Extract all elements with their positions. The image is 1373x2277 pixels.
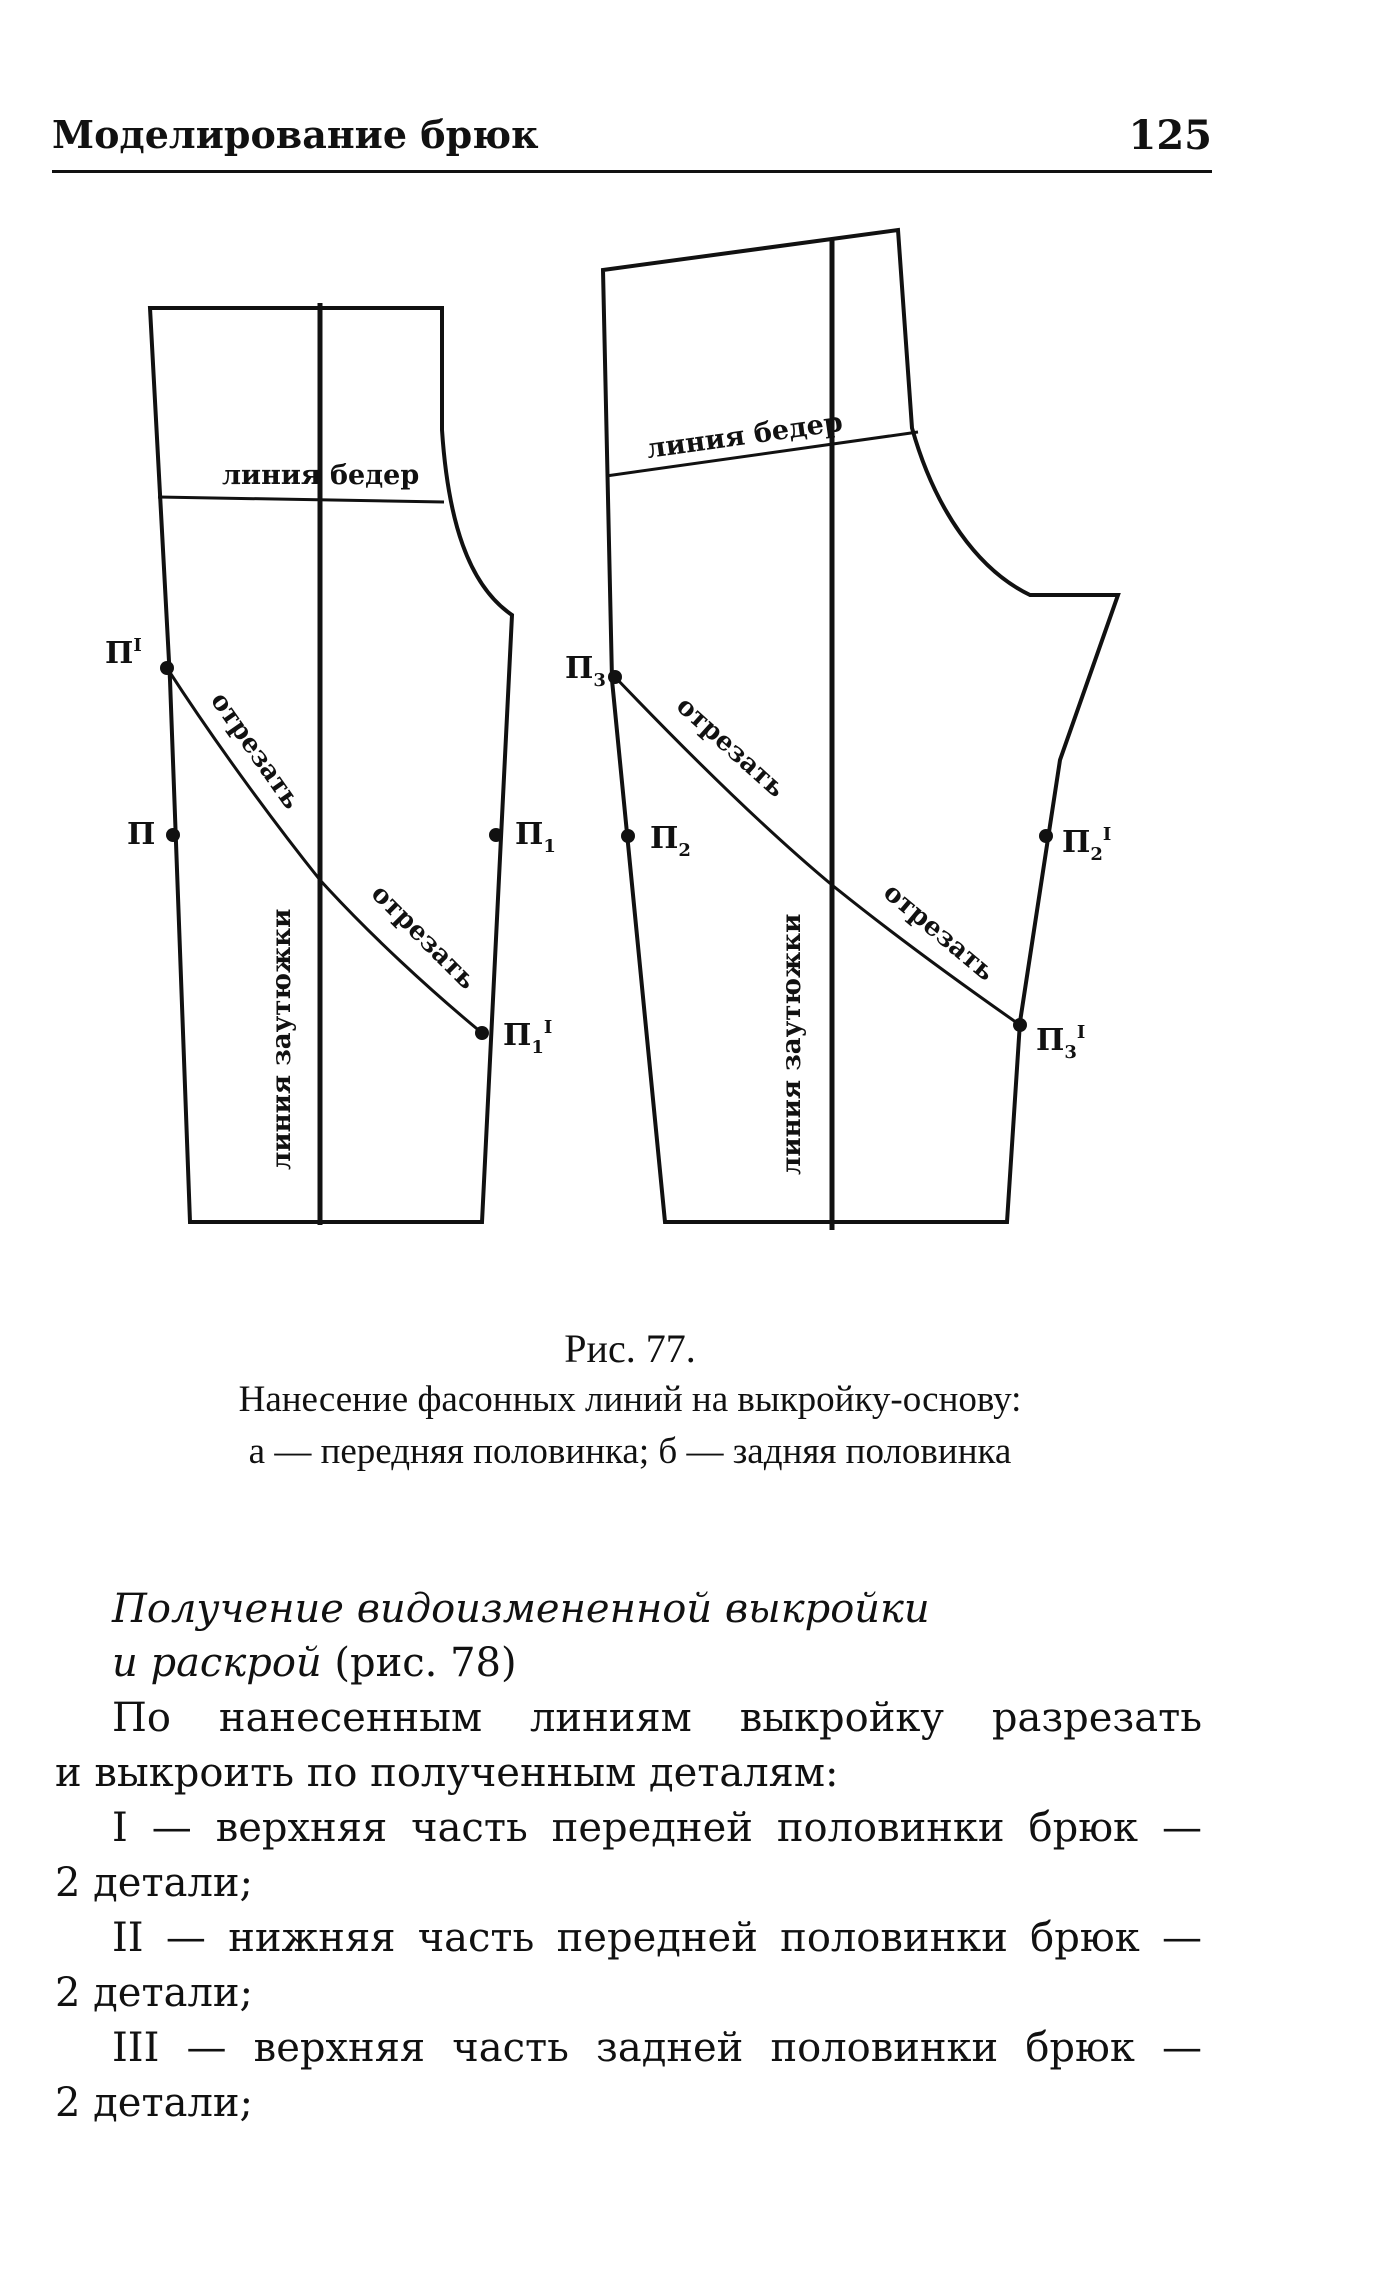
back-points (608, 670, 1053, 1032)
front-hip-label-left: линия (222, 460, 321, 491)
front-cut-line (165, 667, 483, 1035)
back-point-p3-label: П3 (565, 651, 606, 691)
front-point-p1-top-marker (475, 1026, 489, 1040)
front-point-p-top-label: ПI (105, 635, 142, 671)
front-point-p-top-marker (160, 661, 174, 675)
front-points (160, 661, 503, 1040)
back-hip-line (605, 430, 919, 478)
figure-caption-line-2: а — передняя половинка; б — задняя полов… (248, 1431, 1012, 1472)
back-point-p3-marker (608, 670, 622, 684)
header-title: Моделирование брюк (52, 112, 539, 157)
back-point-p2-top-label: П2I (1062, 824, 1111, 865)
back-cut-label-lower: отрезать (878, 877, 1001, 987)
list-item-2-line-2: 2 детали; (55, 1970, 253, 2016)
back-point-p2-label: П2 (650, 821, 691, 861)
paragraph-1-line-2: и выкроить по полученным деталям: (55, 1750, 839, 1796)
front-hip-label-right: бедер (330, 460, 419, 491)
figure-caption-line-1: Нанесение фасонных линий на выкройку-осн… (238, 1379, 1022, 1420)
back-crease-label: линия заутюжки (777, 914, 807, 1175)
front-cut-label-lower: отрезать (365, 879, 482, 996)
back-half-pattern (600, 227, 1121, 1230)
back-cut-label-upper: отрезать (670, 691, 791, 804)
section-heading-line-2: и раскрой (рис. 78) (112, 1640, 1212, 1686)
list-item-2-line-1: II — нижняя часть передней половинки брю… (112, 1915, 1202, 1961)
back-cut-line (613, 675, 1021, 1027)
figure-number: Рис. 77. (564, 1326, 696, 1371)
paragraph-1-line-1: По нанесенным линиям выкройку разрезать (112, 1695, 1202, 1741)
back-point-p3-top-marker (1013, 1018, 1027, 1032)
figure-reference: (рис. 78) (334, 1640, 517, 1686)
list-item-1-line-1: I — верхняя часть передней половинки брю… (112, 1805, 1202, 1851)
list-item-3-line-1: III — верхняя часть задней половинки брю… (112, 2025, 1202, 2071)
front-point-p1-marker (489, 828, 503, 842)
front-half-pattern (147, 303, 515, 1225)
front-outline (147, 306, 515, 1224)
back-point-p2-marker (621, 829, 635, 843)
front-point-p-marker (166, 828, 180, 842)
front-hip-line (157, 495, 445, 504)
page-number: 125 (1128, 112, 1213, 159)
back-point-p2-top-marker (1039, 829, 1053, 843)
front-point-p-label: П (127, 817, 155, 852)
section-heading-text: и раскрой (112, 1640, 322, 1686)
list-item-3-line-2: 2 детали; (55, 2080, 253, 2126)
running-header: Моделирование брюк 125 (52, 108, 1212, 173)
back-point-p3-top-label: П3I (1036, 1022, 1085, 1063)
front-point-p1-label: П1 (515, 817, 556, 857)
list-item-1-line-2: 2 детали; (55, 1860, 253, 1906)
section-heading-line-1: Получение видоизмененной выкройки (112, 1586, 930, 1632)
front-crease-label: линия заутюжки (267, 909, 297, 1170)
front-point-p1-top-label: П1I (503, 1017, 552, 1058)
pattern-figure: линия бедер ПI П П1 П1I отрезать отрезат… (105, 227, 1121, 1230)
back-outline (600, 227, 1121, 1224)
